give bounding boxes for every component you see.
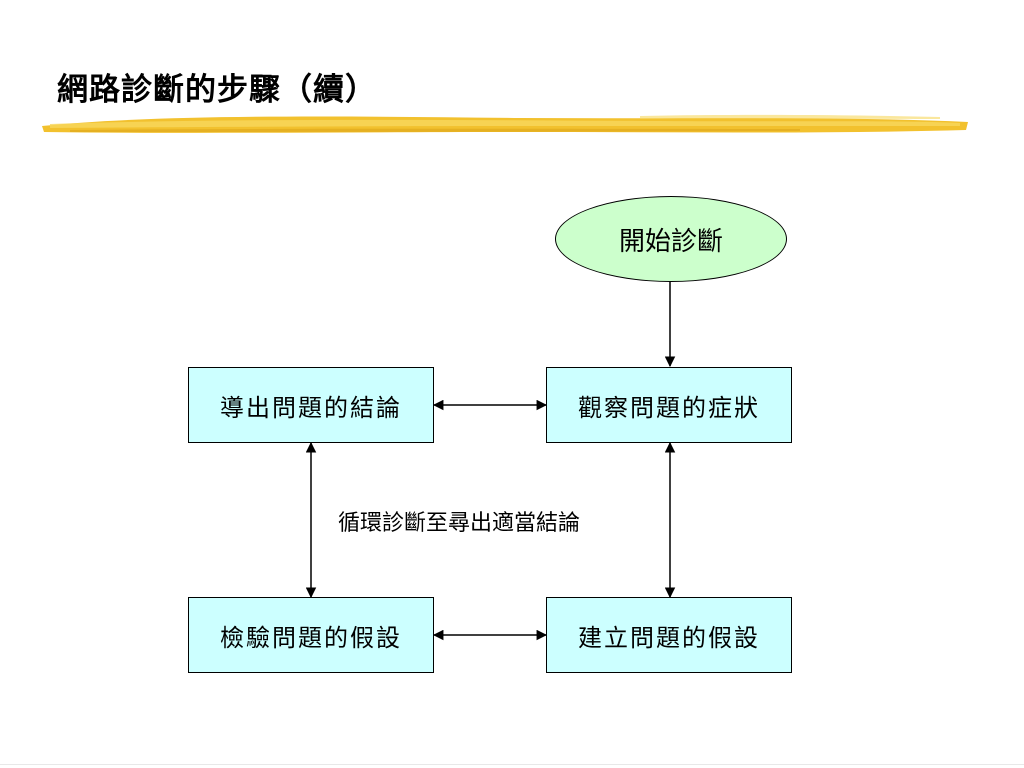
loop-description-label: 循環診斷至尋出適當結論 — [338, 511, 581, 536]
slide-title: 網路診斷的步驟（續） — [57, 72, 377, 108]
build-hypothesis-node: 建立問題的假設 — [546, 597, 792, 673]
title-underline-brush — [42, 114, 968, 133]
footer-divider — [0, 764, 1024, 765]
start-diagnosis-node: 開始診斷 — [555, 196, 787, 282]
test-hypothesis-node: 檢驗問題的假設 — [188, 597, 434, 673]
observe-symptoms-node: 觀察問題的症狀 — [546, 367, 792, 443]
derive-conclusion-node: 導出問題的結論 — [188, 367, 434, 443]
